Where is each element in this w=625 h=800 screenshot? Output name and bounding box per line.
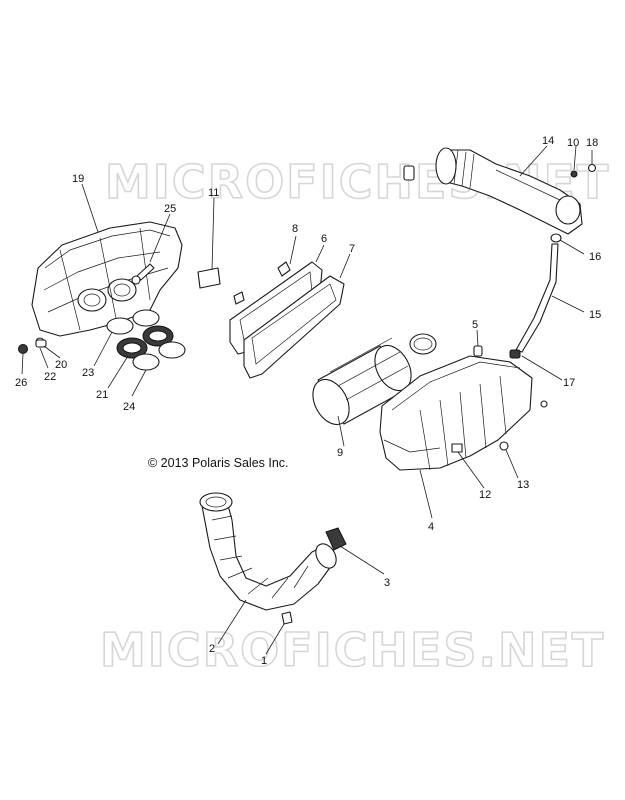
callout-1: 1 — [261, 655, 267, 667]
callout-23: 23 — [82, 367, 94, 379]
part-24-clamp — [132, 341, 186, 371]
callout-5: 5 — [472, 319, 478, 331]
callout-10: 10 — [567, 137, 579, 149]
leader-lines — [21, 145, 593, 655]
part-1-clip — [281, 611, 293, 625]
part-14-clip — [403, 165, 415, 181]
watermark-bottom: MICROFICHES.NET — [100, 623, 605, 677]
part-9-filter — [312, 337, 412, 426]
callout-18: 18 — [586, 137, 598, 149]
callout-26: 26 — [15, 377, 27, 389]
part-19-intake-box — [31, 221, 183, 337]
part-26-nut — [18, 344, 28, 354]
part-17-clamp — [509, 349, 548, 408]
callout-14: 14 — [542, 135, 554, 147]
callout-15: 15 — [589, 309, 601, 321]
part-14-duct — [435, 147, 583, 235]
callouts: 1 2 3 4 5 6 7 8 9 10 11 12 13 14 15 16 1… — [15, 135, 601, 667]
part-7-seal — [243, 275, 345, 379]
part-15-hose — [515, 243, 559, 353]
callout-20: 20 — [55, 359, 67, 371]
callout-16: 16 — [589, 251, 601, 263]
part-22-spacer — [35, 339, 47, 348]
part-10-fitting — [570, 170, 578, 178]
callout-12: 12 — [479, 489, 491, 501]
part-21-coupler — [116, 325, 174, 359]
callout-2: 2 — [209, 643, 215, 655]
part-18-screw — [587, 163, 597, 173]
callout-19: 19 — [72, 173, 84, 185]
callout-22: 22 — [44, 371, 56, 383]
callout-11: 11 — [208, 187, 219, 199]
part-2-intake-tube — [199, 492, 337, 611]
callout-6: 6 — [321, 233, 327, 245]
callout-17: 17 — [563, 377, 575, 389]
part-9-oring — [409, 333, 437, 355]
callout-4: 4 — [428, 521, 434, 533]
part-23-clamp — [106, 309, 160, 335]
callout-3: 3 — [384, 577, 390, 589]
callout-7: 7 — [349, 243, 355, 255]
part-5-clip — [473, 345, 483, 357]
callout-24: 24 — [123, 401, 135, 413]
callout-21: 21 — [96, 389, 108, 401]
part-16-clamp — [550, 233, 562, 243]
part-12-bracket — [451, 443, 463, 453]
part-25-bolt — [131, 263, 155, 285]
part-8-clip — [233, 261, 291, 305]
part-3-coupler — [325, 527, 347, 551]
callout-13: 13 — [517, 479, 529, 491]
part-4-airbox — [379, 355, 533, 471]
callout-8: 8 — [292, 223, 298, 235]
copyright-text: © 2013 Polaris Sales Inc. — [148, 456, 289, 470]
callout-25: 25 — [164, 203, 176, 215]
part-11-label — [197, 267, 221, 289]
callout-9: 9 — [337, 447, 343, 459]
part-13-screw — [499, 441, 509, 451]
